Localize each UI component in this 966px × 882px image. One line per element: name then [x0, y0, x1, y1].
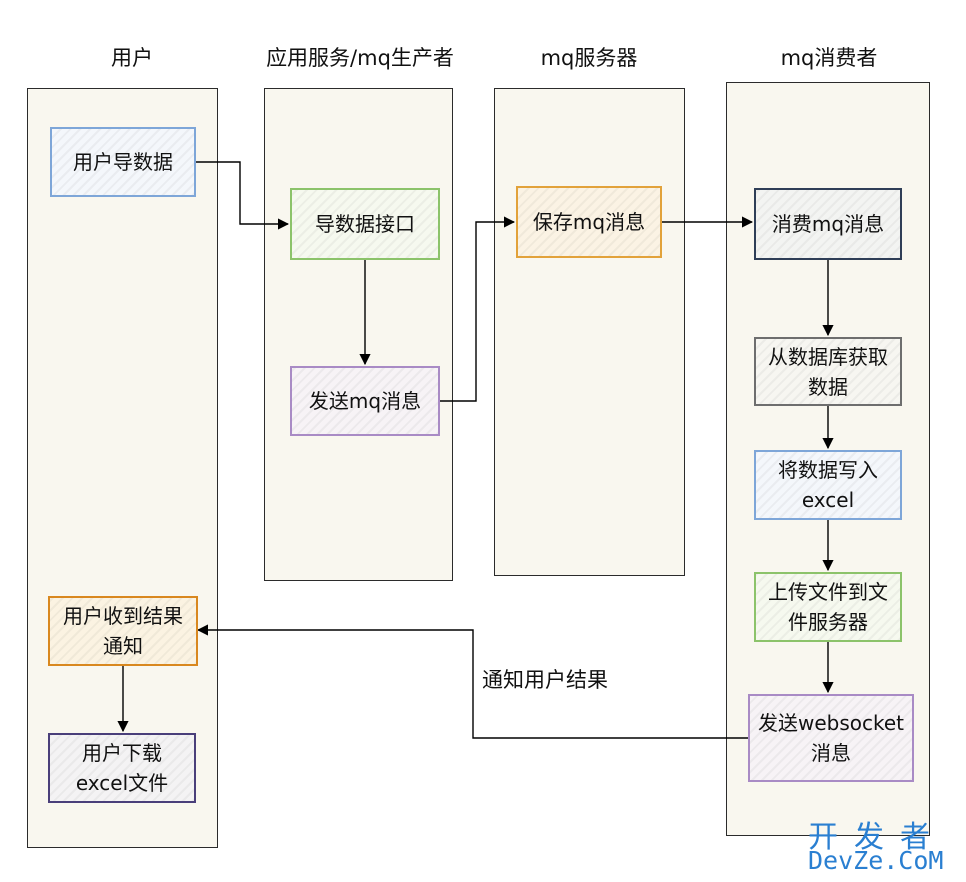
lane-title-consumer: mq消费者 — [780, 46, 878, 70]
node-send-websocket[interactable]: 发送websocket 消息 — [748, 694, 914, 782]
edge-label-notify-user: 通知用户结果 — [482, 668, 608, 692]
lane-server — [494, 88, 685, 576]
node-write-excel-line-1: 将数据写入 — [778, 458, 878, 482]
node-consume-mq[interactable]: 消费mq消息 — [754, 188, 902, 260]
watermark-cn: 开发者 — [808, 820, 946, 855]
node-upload-file-line-1: 上传文件到文 — [768, 580, 888, 604]
watermark-en: DevZe.CoM — [808, 846, 944, 875]
node-send-websocket-line-2: 消息 — [811, 741, 851, 765]
node-user-notify-line-2: 通知 — [103, 634, 143, 658]
node-user-export[interactable]: 用户导数据 — [50, 127, 196, 197]
edge-export-to-api — [196, 161, 290, 230]
lane-producer — [264, 88, 453, 581]
node-fetch-db-line-1: 从数据库获取 — [768, 344, 888, 369]
node-user-notify-line-1: 用户收到结果 — [63, 604, 183, 628]
lane-title-server: mq服务器 — [540, 46, 638, 70]
node-upload-file-line-2: 件服务器 — [788, 610, 868, 634]
node-user-download[interactable]: 用户下载 excel文件 — [48, 733, 196, 803]
lane-title-user: 用户 — [111, 46, 153, 70]
node-fetch-db-line-2: 数据 — [808, 374, 848, 399]
node-send-mq-line-1: 发送mq消息 — [308, 389, 422, 413]
node-upload-file[interactable]: 上传文件到文 件服务器 — [754, 572, 902, 642]
node-save-mq[interactable]: 保存mq消息 — [516, 186, 662, 258]
node-write-excel-line-2: excel — [801, 488, 855, 512]
edge-ws-to-notify — [196, 624, 748, 739]
node-write-excel[interactable]: 将数据写入 excel — [754, 450, 902, 520]
node-send-mq[interactable]: 发送mq消息 — [290, 366, 440, 436]
node-send-websocket-line-1: 发送websocket — [757, 711, 905, 735]
node-consume-mq-line-1: 消费mq消息 — [771, 212, 885, 236]
node-user-download-line-1: 用户下载 — [81, 741, 162, 765]
node-export-api-line-1: 导数据接口 — [315, 212, 415, 236]
node-fetch-db[interactable]: 从数据库获取 数据 — [754, 337, 902, 406]
lane-title-producer: 应用服务/mq生产者 — [266, 46, 454, 70]
node-export-api[interactable]: 导数据接口 — [290, 188, 440, 260]
node-save-mq-line-1: 保存mq消息 — [532, 210, 646, 234]
node-user-download-line-2: excel文件 — [75, 771, 169, 795]
edge-send-to-save — [440, 216, 516, 402]
node-user-export-line-1: 用户导数据 — [73, 150, 173, 174]
node-user-notify[interactable]: 用户收到结果 通知 — [48, 596, 198, 666]
